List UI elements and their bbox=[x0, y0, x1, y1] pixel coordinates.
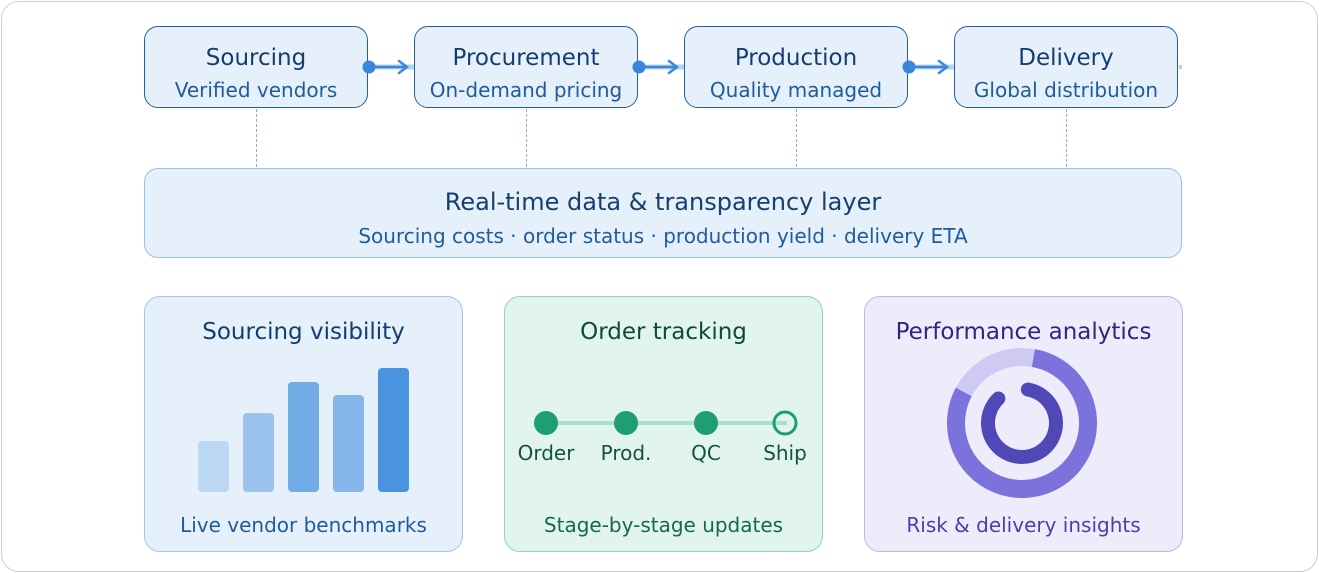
connector-dot-icon bbox=[362, 60, 376, 74]
link-sourcing-layer bbox=[256, 109, 257, 167]
card-title: Sourcing visibility bbox=[202, 319, 405, 345]
stage-subtitle: Quality managed bbox=[709, 78, 883, 102]
card-performance-analytics: Performance analytics Risk & delivery in… bbox=[864, 296, 1183, 552]
step-label: QC bbox=[691, 441, 721, 465]
inner-ring-progress bbox=[981, 382, 1063, 464]
link-delivery-layer bbox=[1066, 109, 1067, 167]
donut-gauge-icon bbox=[947, 348, 1097, 498]
step-dot-complete bbox=[614, 411, 638, 435]
connector-procurement-production bbox=[632, 59, 684, 75]
layer-subtitle: Sourcing costs · order status · producti… bbox=[358, 224, 968, 248]
link-production-layer bbox=[796, 109, 797, 167]
stage-subtitle: On-demand pricing bbox=[429, 78, 623, 102]
card-title: Order tracking bbox=[580, 319, 747, 345]
bar-4 bbox=[333, 395, 364, 492]
bar-1 bbox=[198, 441, 229, 492]
step-dot-complete bbox=[534, 411, 558, 435]
stage-title: Sourcing bbox=[205, 45, 307, 71]
card-order-tracking: Order tracking Order Prod. QC Ship Stage-by… bbox=[504, 296, 823, 552]
arrow-right-icon bbox=[397, 59, 410, 75]
stage-title: Production bbox=[734, 45, 858, 71]
data-transparency-layer: Real-time data & transparency layer Sour… bbox=[144, 168, 1182, 258]
link-procurement-layer bbox=[526, 109, 527, 167]
card-title: Performance analytics bbox=[895, 319, 1152, 345]
connector-production-delivery bbox=[902, 59, 954, 75]
stage-sourcing: Sourcing Verified vendors bbox=[144, 26, 368, 108]
step-label: Prod. bbox=[601, 441, 652, 465]
arrow-right-icon bbox=[937, 59, 950, 75]
connector-dot-icon bbox=[632, 60, 646, 74]
order-stepper: Order Prod. QC Ship bbox=[518, 410, 807, 465]
step-dot-pending bbox=[772, 410, 798, 436]
step-dot-complete bbox=[694, 411, 718, 435]
card-caption: Live vendor benchmarks bbox=[180, 513, 427, 537]
layer-title: Real-time data & transparency layer bbox=[444, 188, 882, 216]
outer-ring-progress bbox=[947, 349, 1097, 498]
stage-title: Delivery bbox=[1018, 45, 1114, 71]
stage-delivery: Delivery Global distribution bbox=[954, 26, 1178, 108]
stage-subtitle: Global distribution bbox=[973, 78, 1159, 102]
step-label: Ship bbox=[763, 441, 807, 465]
arrow-right-icon bbox=[667, 59, 680, 75]
stage-production: Production Quality managed bbox=[684, 26, 908, 108]
card-sourcing-visibility: Sourcing visibility Live vendor benchmar… bbox=[144, 296, 463, 552]
step-label: Order bbox=[518, 441, 576, 465]
stage-title: Procurement bbox=[452, 45, 600, 71]
bar-3 bbox=[288, 382, 319, 492]
stage-procurement: Procurement On-demand pricing bbox=[414, 26, 638, 108]
connector-sourcing-procurement bbox=[362, 59, 414, 75]
stage-subtitle: Verified vendors bbox=[174, 78, 338, 102]
card-caption: Stage-by-stage updates bbox=[543, 513, 784, 537]
card-caption: Risk & delivery insights bbox=[906, 513, 1141, 537]
bar-chart-icon bbox=[198, 368, 409, 492]
bar-2 bbox=[243, 413, 274, 492]
bar-5 bbox=[378, 368, 409, 492]
connector-dot-icon bbox=[902, 60, 916, 74]
